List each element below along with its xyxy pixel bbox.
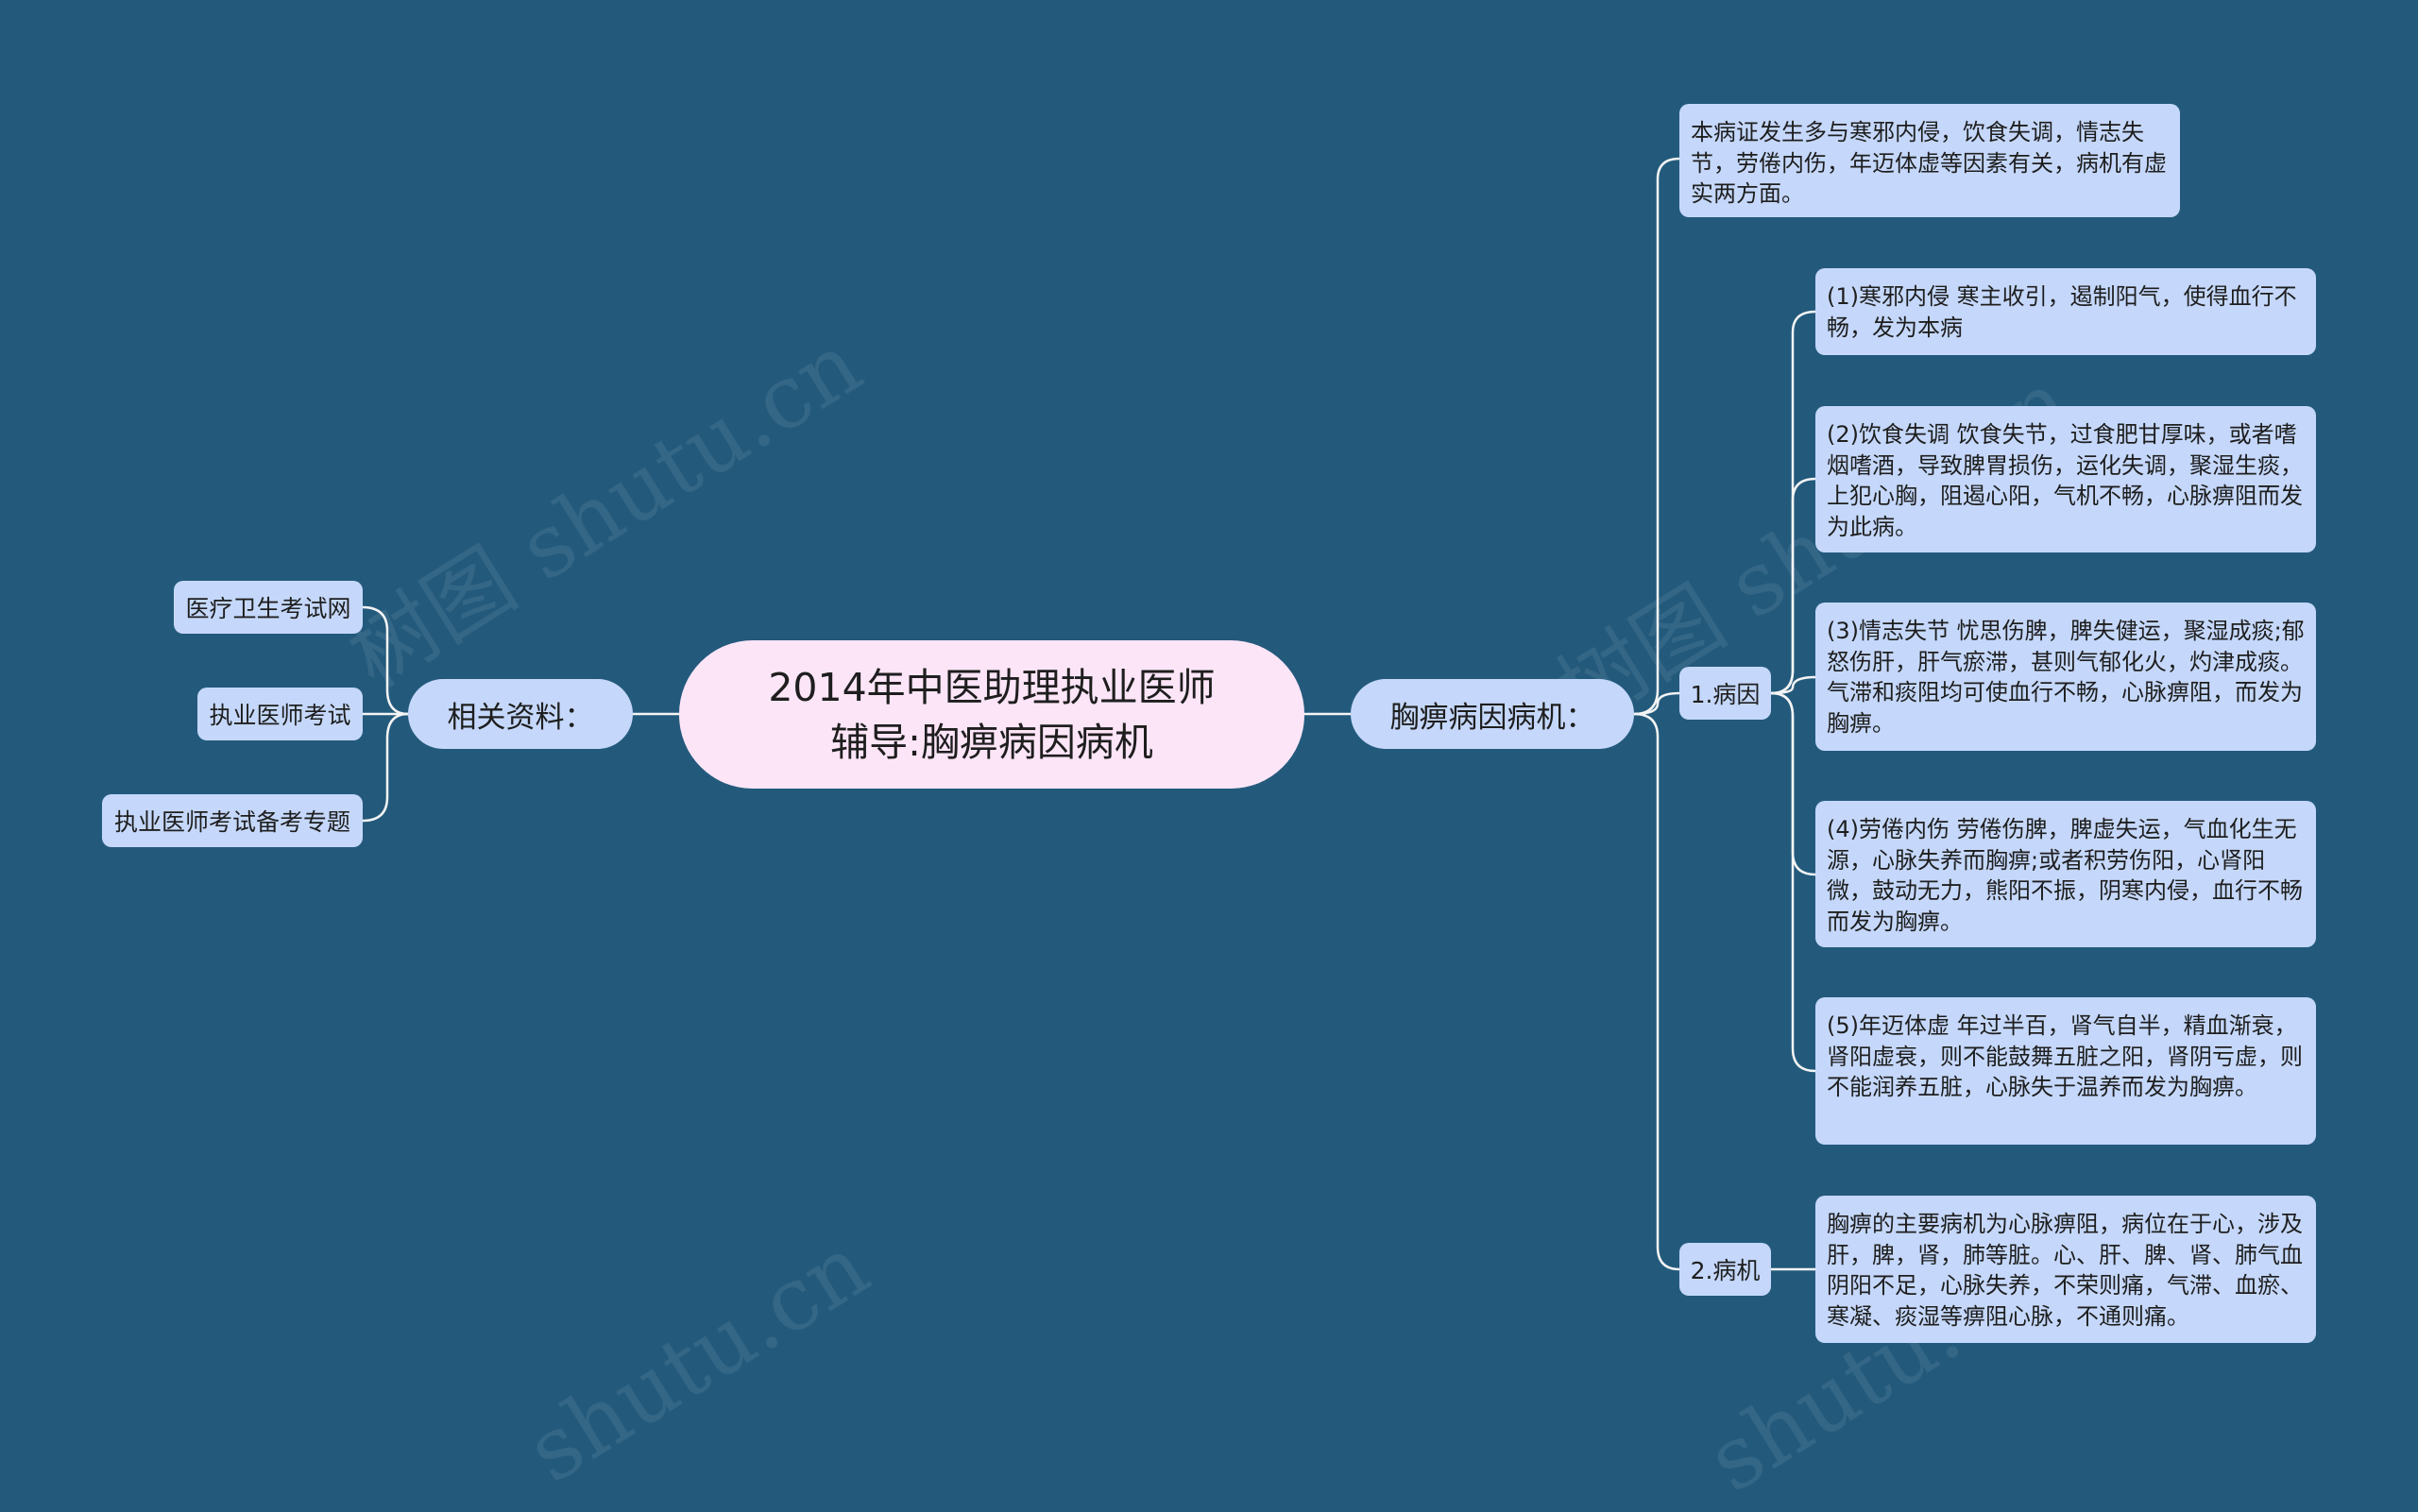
cause-item[interactable]: (3)情志失节 忧思伤脾，脾失健运，聚湿成痰;郁怒伤肝，肝气瘀滞，甚则气郁化火，…: [1815, 603, 2316, 751]
connector-cause-item-2: [1770, 477, 1816, 695]
connector-right-cause: [1633, 691, 1680, 716]
root-title-line-1: 2014年中医助理执业医师: [768, 664, 1216, 710]
left-branch-label: 相关资料：: [447, 700, 594, 735]
cause-label: 1.病因: [1690, 681, 1761, 708]
related-link[interactable]: 执业医师考试: [197, 688, 363, 740]
root-topic[interactable]: 2014年中医助理执业医师 辅导:胸痹病因病机: [679, 640, 1304, 789]
cause-item-text: (2)饮食失调 饮食失节，过食肥甘厚味，或者嗜烟嗜酒，导致脾胃损伤，运化失调，聚…: [1827, 421, 2303, 540]
mechanism-text: 胸痹的主要病机为心脉痹阻，病位在于心，涉及肝，脾，肾，肺等脏。心、肝、脾、肾、肺…: [1827, 1211, 2303, 1330]
intro-text: 本病证发生多与寒邪内侵，饮食失调，情志失节，劳倦内伤，年迈体虚等因素有关，病机有…: [1691, 119, 2167, 208]
related-link-label: 执业医师考试备考专题: [113, 808, 350, 836]
mind-map-canvas: 树图 shutu.cn 树图 shutu.cn shutu.cn shutu.c…: [102, 104, 2316, 1512]
related-link-label: 执业医师考试: [209, 702, 351, 729]
right-branch-label: 胸痹病因病机：: [1389, 700, 1595, 735]
intro-node[interactable]: 本病证发生多与寒邪内侵，饮食失调，情志失节，劳倦内伤，年迈体虚等因素有关，病机有…: [1679, 104, 2180, 217]
related-link-label: 医疗卫生考试网: [185, 595, 351, 622]
connector-cause-item-5: [1770, 691, 1816, 1073]
mechanism-label: 2.病机: [1690, 1257, 1761, 1284]
right-branch-node[interactable]: 胸痹病因病机：: [1351, 679, 1634, 749]
connector-left-link-1: [362, 605, 409, 716]
cause-item-text: (3)情志失节 忧思伤脾，脾失健运，聚湿成痰;郁怒伤肝，肝气瘀滞，甚则气郁化火，…: [1827, 618, 2305, 737]
cause-item-text: (5)年迈体虚 年过半百，肾气自半，精血渐衰，肾阳虚衰，则不能鼓舞五脏之阳，肾阴…: [1827, 1012, 2303, 1101]
cause-item[interactable]: (5)年迈体虚 年过半百，肾气自半，精血渐衰，肾阳虚衰，则不能鼓舞五脏之阳，肾阴…: [1815, 997, 2316, 1145]
connector-lines: [362, 157, 1816, 1271]
cause-item[interactable]: (1)寒邪内侵 寒主收引，遏制阳气，使得血行不畅，发为本病: [1815, 268, 2316, 355]
connector-right-intro: [1633, 157, 1680, 716]
cause-item-text: (1)寒邪内侵 寒主收引，遏制阳气，使得血行不畅，发为本病: [1827, 283, 2297, 341]
connector-left-link-3: [362, 712, 409, 823]
connector-cause-item-3: [1770, 675, 1816, 695]
root-title-line-2: 辅导:胸痹病因病机: [830, 719, 1153, 765]
related-link[interactable]: 医疗卫生考试网: [174, 581, 363, 634]
mechanism-detail[interactable]: 胸痹的主要病机为心脉痹阻，病位在于心，涉及肝，脾，肾，肺等脏。心、肝、脾、肾、肺…: [1815, 1196, 2316, 1343]
related-link[interactable]: 执业医师考试备考专题: [102, 794, 363, 847]
mechanism-node[interactable]: 2.病机: [1679, 1243, 1771, 1296]
connector-right-mechanism: [1633, 712, 1680, 1271]
cause-item[interactable]: (2)饮食失调 饮食失节，过食肥甘厚味，或者嗜烟嗜酒，导致脾胃损伤，运化失调，聚…: [1815, 406, 2316, 552]
cause-node[interactable]: 1.病因: [1679, 667, 1771, 720]
left-branch-node[interactable]: 相关资料：: [408, 679, 633, 749]
cause-item-text: (4)劳倦内伤 劳倦伤脾，脾虚失运，气血化生无源，心脉失养而胸痹;或者积劳伤阳，…: [1827, 816, 2303, 935]
cause-item[interactable]: (4)劳倦内伤 劳倦伤脾，脾虚失运，气血化生无源，心脉失养而胸痹;或者积劳伤阳，…: [1815, 801, 2316, 947]
